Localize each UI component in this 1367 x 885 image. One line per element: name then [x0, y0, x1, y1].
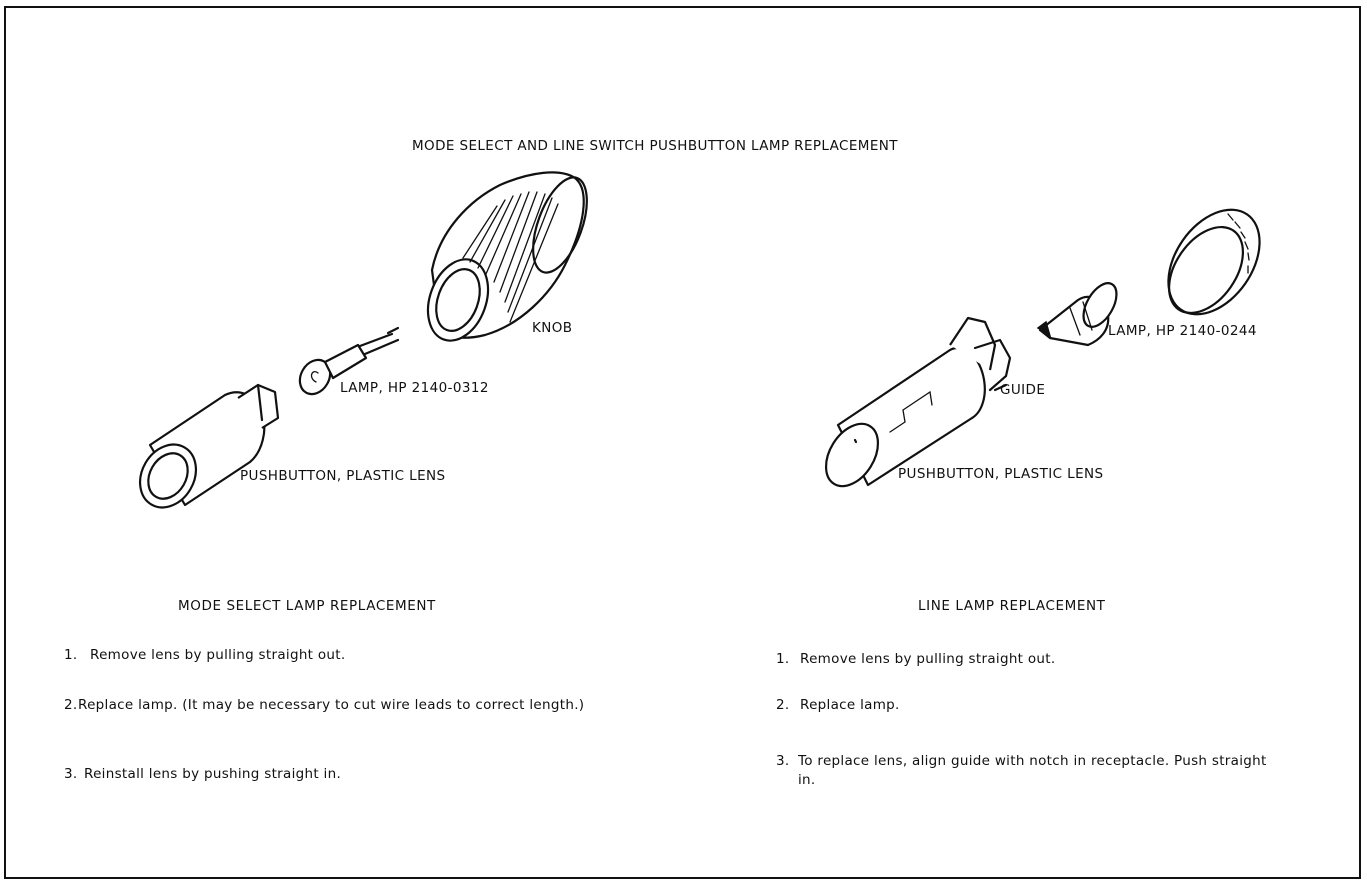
step-text: Replace lamp. (It may be necessary to cu…: [78, 696, 654, 715]
step-text: Remove lens by pulling straight out.: [90, 646, 345, 665]
pushbutton-left-illustration: [129, 385, 278, 518]
step-number: 1.: [64, 646, 77, 665]
line-lamp-heading: LINE LAMP REPLACEMENT: [918, 598, 1106, 614]
ring-bezel-illustration: [1150, 193, 1279, 332]
lamp-label-left: LAMP, HP 2140-0312: [340, 380, 489, 396]
pushbutton-label-right: PUSHBUTTON, PLASTIC LENS: [898, 466, 1104, 482]
pushbutton-label-left: PUSHBUTTON, PLASTIC LENS: [240, 468, 446, 484]
guide-label: GUIDE: [1000, 382, 1045, 398]
step-number: 2.: [776, 696, 789, 715]
knob-label: KNOB: [532, 320, 572, 336]
step-number: 3.: [776, 752, 789, 771]
step-text: Remove lens by pulling straight out.: [800, 650, 1055, 669]
step-text: Reinstall lens by pushing straight in.: [84, 765, 341, 784]
step-text: Replace lamp.: [800, 696, 900, 715]
step-number: 1.: [776, 650, 789, 669]
step-text: To replace lens, align guide with notch …: [798, 752, 1288, 790]
step-number: 2.: [64, 696, 77, 715]
mode-select-heading: MODE SELECT LAMP REPLACEMENT: [178, 598, 436, 614]
lamp-label-right: LAMP, HP 2140-0244: [1108, 323, 1257, 339]
step-number: 3.: [64, 765, 77, 784]
